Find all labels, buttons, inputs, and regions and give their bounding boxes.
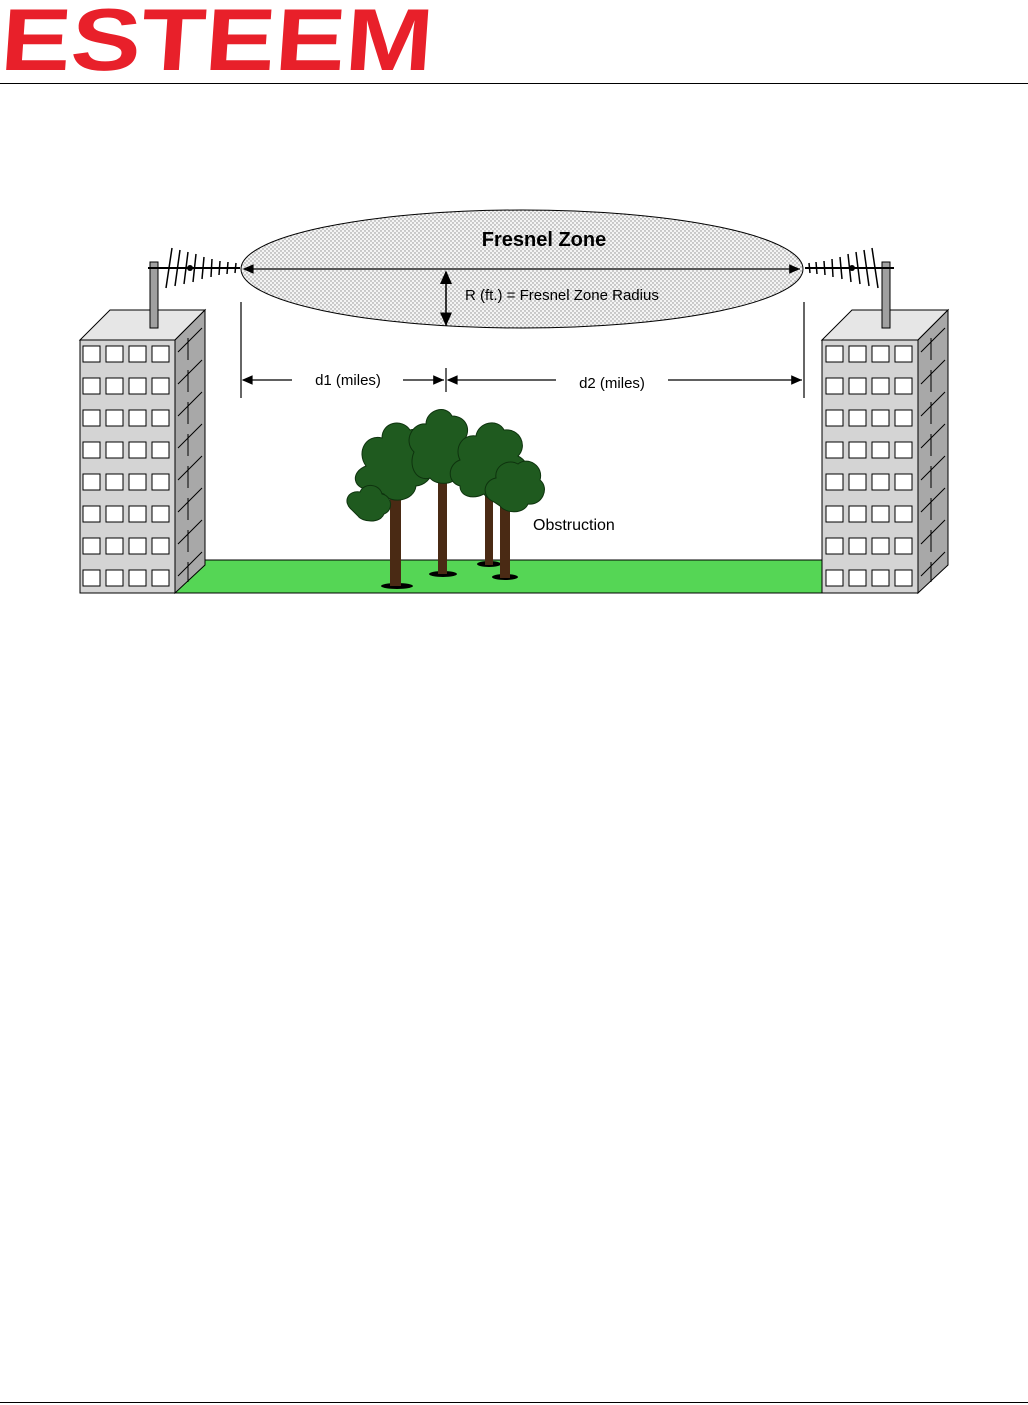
- esteem-logo: ESTEEM: [2, 0, 442, 78]
- d2-label: d2 (miles): [579, 375, 645, 392]
- header-divider: [0, 83, 1028, 84]
- obstruction-label: Obstruction: [533, 517, 615, 534]
- left-building: [80, 310, 205, 593]
- d1-label: d1 (miles): [315, 372, 381, 389]
- fresnel-zone-title: Fresnel Zone: [482, 229, 606, 251]
- fresnel-zone-diagram: Fresnel Zone R (ft.) = Fresnel Zone Radi…: [0, 190, 1028, 610]
- radius-label: R (ft.) = Fresnel Zone Radius: [465, 287, 659, 304]
- footer-divider: [0, 1402, 1028, 1403]
- logo-wordmark: ESTEEM: [2, 0, 437, 78]
- right-building: [822, 310, 948, 593]
